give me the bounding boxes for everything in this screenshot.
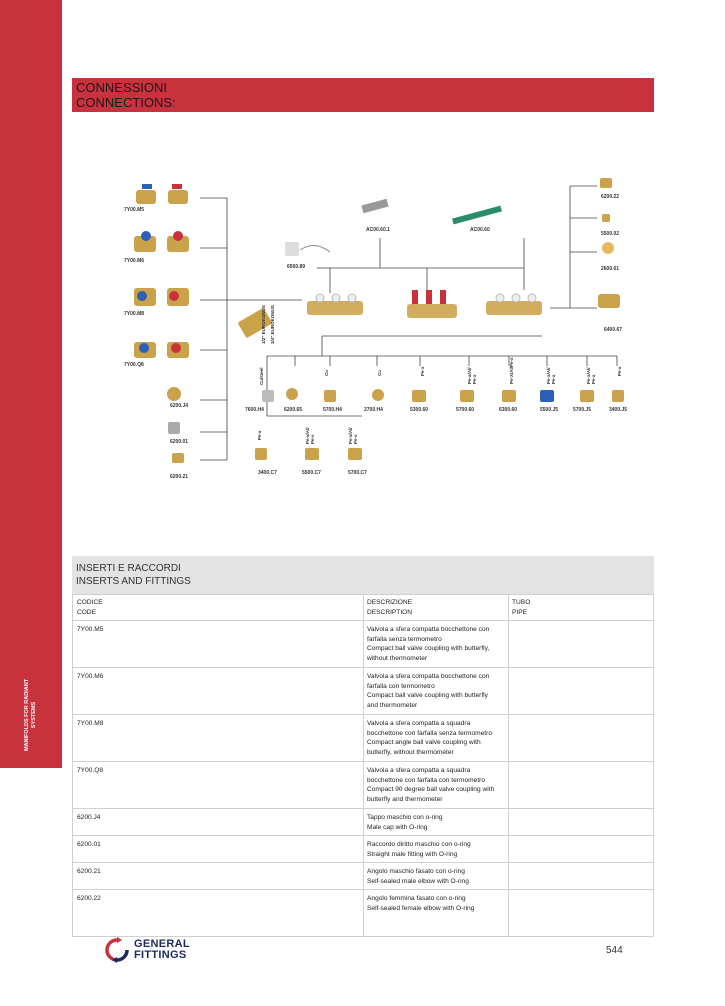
pipe-type-label: Pe-x/Al/ Pe-x [305,427,315,444]
code-label: 6200.01 [170,439,189,445]
code-label: 5300.60 [410,407,429,413]
pipe-type-label: Pe-x [617,366,622,376]
table-row: 7Y00.Q8 Valvola a sfera compatta a squad… [72,762,654,809]
code-label: 7Y00.M5 [124,207,145,213]
connections-diagram: 7Y00.M5 7Y00.M6 7Y00.M8 7Y00.Q8 6200.J4 … [72,118,654,550]
table-title-it: INSERTI E RACCORDI [76,563,181,574]
row-code: 6200.22 [77,895,101,902]
table-row: 6200.01 Raccordo diritto maschio con o-r… [72,836,654,863]
table-row: 7Y00.M6 Valvola a sfera compatta bocchet… [72,668,654,715]
code-label: 5700.H4 [323,407,342,413]
row-code: 6200.01 [77,841,101,848]
section-label: MANIFOLDS FOR RADIANT SYSTEMS [24,678,37,752]
code-label: 2700.H4 [364,407,383,413]
table-title-en: INSERTS AND FITTINGS [76,576,191,587]
table-title: INSERTI E RACCORDI INSERTS AND FITTINGS [72,556,654,595]
code-label: 7Y00.M6 [124,258,145,264]
ball-valve-icons [134,184,189,463]
conn-label: 3/4" EUROKONUS [270,305,275,344]
brand-logo: GENERAL FITTINGS [104,936,214,964]
pipe-type-label: Cu [377,370,382,376]
row-code: 7Y00.M8 [77,720,104,727]
accessory-icons [238,178,620,338]
code-label: 6200.21 [170,474,189,480]
pipe-type-label: Cu/steel [259,367,264,385]
code-label: AC00.60.1 [366,227,390,233]
pipe-type-label: Pe-x/Al/ Pe-x [546,367,556,384]
code-label: 5700.60 [456,407,475,413]
fitting-icons [255,388,624,460]
logo-arrows-icon [105,937,129,963]
diagram-lines [134,178,624,463]
pipe-type-label: Pe-x/Al/ Pe-x [467,367,477,384]
code-label: 6400.67 [604,327,623,333]
conn-label: 1/2" EUROKONUS [261,305,266,344]
row-code: 7Y00.M5 [77,626,104,633]
header-title-it: CONNESSIONI [76,80,168,95]
row-description: Valvola a sfera compatta bocchettone con… [367,673,490,709]
page-number: 544 [606,945,623,956]
code-label: AC00.60 [470,227,490,233]
row-code: 7Y00.M6 [77,673,104,680]
code-label: 6200.J4 [170,403,189,409]
pipe-type-label: Pe-X/Al/Pe-x [509,357,514,384]
code-label: 5700.C7 [348,470,367,476]
code-label: 3400.C7 [258,470,277,476]
code-label: 7Y00.M8 [124,311,145,317]
section-header: CONNESSIONI CONNECTIONS: [72,78,654,112]
pipe-type-label: Pe-x/Al/ Pe-x [348,427,358,444]
manifold-icons [307,290,542,318]
code-label: 3400.J5 [609,407,628,413]
pipe-type-label: Cu [324,370,329,376]
pipe-type-label: Pe-x [420,366,425,376]
code-label: 6300.60 [499,407,518,413]
code-label: 5500.C7 [302,470,321,476]
pipe-type-label: Pe-x [257,430,262,440]
code-label: 7600.H4 [245,407,264,413]
table-row: 7Y00.M8 Valvola a sfera compatta a squad… [72,715,654,762]
table-row: 6200.22 Angolo femmina fasato con o-ring… [72,890,654,937]
row-code: 7Y00.Q8 [77,767,104,774]
code-label: 6200.22 [601,194,620,200]
row-code: 6200.21 [77,868,101,875]
code-label: 2600.61 [601,266,620,272]
code-label: 6500.89 [287,264,306,270]
table-row: 6200.21 Angolo maschio fasato con o-ring… [72,863,654,890]
header-title-en: CONNECTIONS: [76,95,176,110]
logo-line1: GENERAL [134,938,190,950]
row-description: Valvola a sfera compatta bocchettone con… [367,626,490,662]
pipe-type-label: Pe-x/Al/ Pe-x [586,367,596,384]
logo-line2: FITTINGS [134,949,187,961]
code-label: 5500.02 [601,231,620,237]
code-label: 5500.J5 [540,407,559,413]
code-label: 6200.65 [284,407,303,413]
row-code: 6200.J4 [77,814,101,821]
sidebar-band: MANIFOLDS FOR RADIANT SYSTEMS [0,0,62,768]
code-label: 7Y00.Q8 [124,362,144,368]
code-label: 5700.J5 [573,407,592,413]
table-row: 7Y00.M5 Valvola a sfera compatta bocchet… [72,621,654,668]
